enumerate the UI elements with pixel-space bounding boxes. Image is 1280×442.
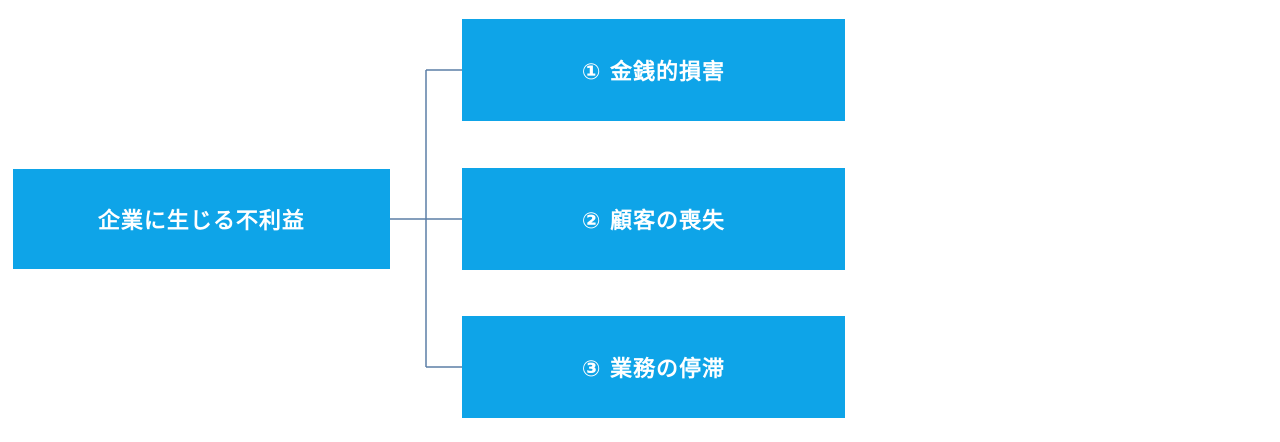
child-node-label: ① 金銭的損害 [581, 60, 726, 85]
child-node-business-stagnation: ③ 業務の停滞 [462, 316, 845, 418]
root-node-label: 企業に生じる不利益 [97, 209, 305, 234]
root-node: 企業に生じる不利益 [13, 169, 390, 269]
child-node-label: ③ 業務の停滞 [581, 357, 726, 382]
child-node-label: ② 顧客の喪失 [581, 209, 726, 234]
child-node-customer-loss: ② 顧客の喪失 [462, 168, 845, 270]
child-node-monetary-damage: ① 金銭的損害 [462, 19, 845, 121]
